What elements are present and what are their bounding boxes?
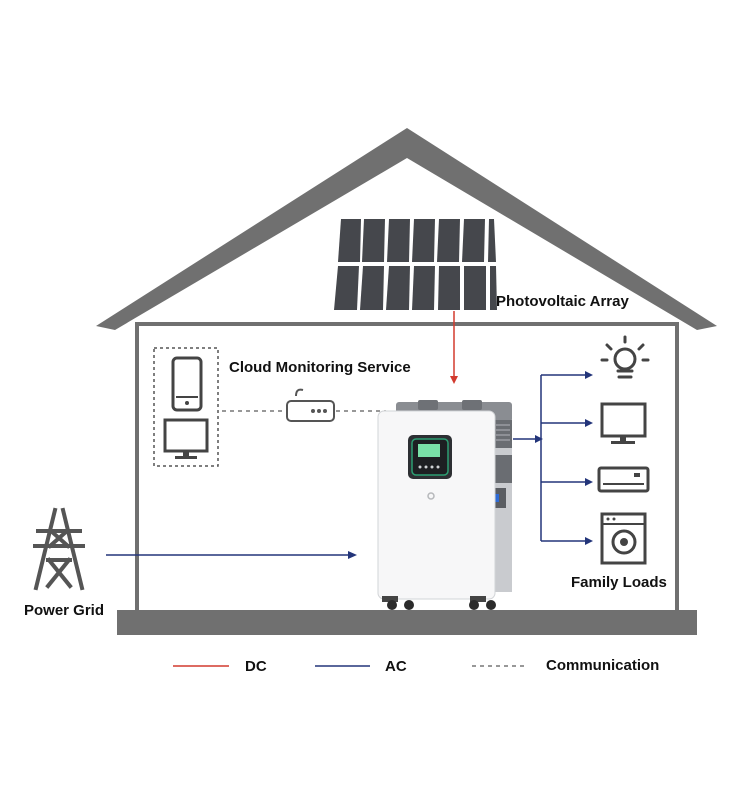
dc-arrowhead	[450, 376, 458, 384]
house-ceiling-line	[135, 322, 679, 326]
air-conditioner-icon	[597, 466, 650, 493]
router-icon	[286, 388, 335, 422]
family-loads-label: Family Loads	[571, 574, 667, 591]
ac-grid-arrowhead	[348, 551, 357, 559]
monitor-icon	[163, 418, 209, 459]
legend-ac-label: AC	[385, 658, 407, 675]
house-floor	[117, 610, 697, 635]
device-box	[153, 347, 219, 467]
house-right-wall	[675, 322, 679, 612]
ac-load-lines	[513, 374, 586, 542]
washing-machine-icon	[600, 512, 647, 565]
smartphone-icon	[171, 356, 203, 412]
cloud-monitoring-label: Cloud Monitoring Service	[229, 359, 411, 376]
power-grid-label: Power Grid	[24, 602, 105, 619]
house-outline	[96, 128, 717, 635]
ac-load-arrowheads	[535, 371, 593, 545]
photovoltaic-array-label: Photovoltaic Array	[496, 293, 629, 310]
house-left-wall	[135, 322, 139, 612]
legend-communication-label: Communication	[546, 657, 660, 674]
solar-panel-icon	[334, 219, 497, 310]
inverter-battery-unit	[377, 400, 512, 610]
legend-dc-label: DC	[245, 658, 267, 675]
light-bulb-icon	[600, 335, 650, 379]
transmission-tower-icon	[33, 507, 85, 591]
tv-icon	[600, 402, 647, 444]
